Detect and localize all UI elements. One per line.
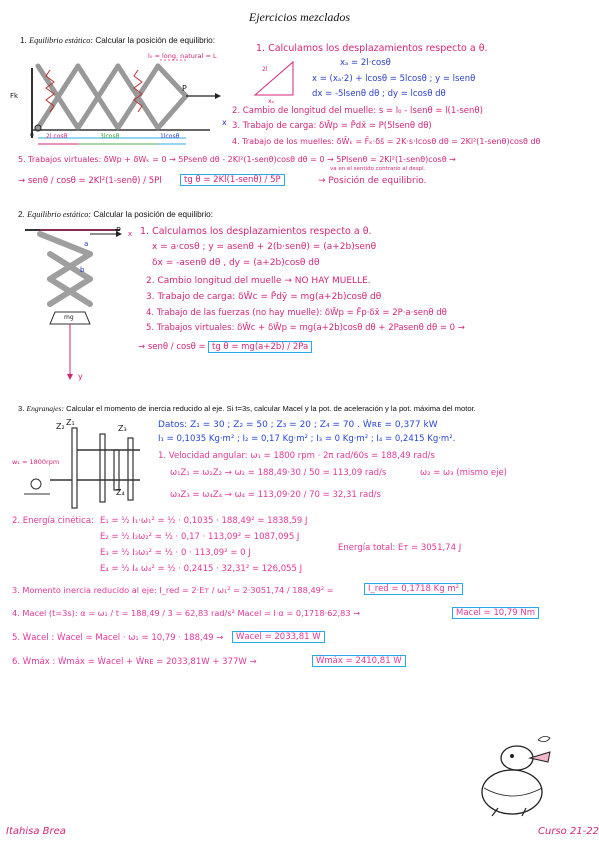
ex1-text: Calcular la posición de equilibrio: bbox=[95, 36, 216, 45]
ex3-z1-label: Z₁ bbox=[66, 418, 75, 427]
ex1-result-box: tg θ = 2Kl(1-senθ) / 5P bbox=[180, 174, 285, 186]
ex1-xa: xₐ = 2l·cosθ bbox=[340, 58, 391, 68]
ex2-step3: 3. Trabajo de carga: δW̄c = P̄dȳ = mg(a+… bbox=[146, 292, 382, 302]
ex1-scissor-figure bbox=[31, 59, 221, 145]
ex1-step1: 1. Calculamos los desplazamientos respec… bbox=[256, 43, 488, 54]
ex2-statement: 2. Equilibrio estático: Calcular la posi… bbox=[18, 210, 213, 219]
footer-author: Itahisa Brea bbox=[6, 826, 66, 837]
ex3-z4-label: Z₄ bbox=[116, 488, 125, 497]
ex3-wacel: 5. Ẇacel : Ẇacel = Macel · ω₁ = 10,79 · … bbox=[12, 633, 224, 643]
ex1-origin: 0 bbox=[30, 132, 34, 139]
footer-course: Curso 21-22 bbox=[538, 826, 599, 837]
ex3-moment: 3. Momento inercia reducido al eje: I_re… bbox=[12, 585, 334, 595]
ex2-step2: 2. Cambio longitud del muelle → NO HAY M… bbox=[146, 276, 371, 286]
ex3-energy-2: E₂ = ½ I₂ω₂² = ½ · 0,17 · 113,09² = 1087… bbox=[100, 532, 300, 542]
ex1-dim-b: 3lcosθ bbox=[100, 133, 120, 140]
ex2-mechanism-figure bbox=[25, 229, 122, 380]
ex3-wmax-result: Ẇmáx = 2410,81 W bbox=[312, 655, 406, 667]
ex1-kind: Equilibrio estático: bbox=[29, 36, 94, 45]
ex3-macel-result: Macel = 10,79 Nm bbox=[452, 607, 540, 619]
ex1-step2: 2. Cambio de longitud del muelle: s = l₀… bbox=[232, 106, 483, 116]
ex3-macel: 4. Macel (t=3s): α = ω₁ / t = 188,49 / 3… bbox=[12, 608, 361, 618]
ex3-data: Datos: Z₁ = 30 ; Z₂ = 50 ; Z₃ = 20 ; Z₄ … bbox=[158, 420, 438, 430]
ex2-b-label: b bbox=[80, 266, 85, 274]
ex1-triangle bbox=[253, 60, 294, 96]
ex2-kind: Equilibrio estático: bbox=[27, 210, 92, 219]
ex1-dim-c: 1lcosθ bbox=[160, 133, 180, 140]
ex3-vel-4: ω₃Z₃ = ω₄Z₄ → ω₄ = 113,09·20 / 70 = 32,3… bbox=[170, 490, 381, 500]
ex3-wacel-result: Ẇacel = 2033,81 W bbox=[232, 631, 325, 643]
ex1-lo-label: l₀ = long. natural = L bbox=[148, 52, 217, 60]
ex2-number: 2. bbox=[18, 210, 25, 219]
ex3-w1-label: w₁ = 1800rpm bbox=[12, 458, 60, 466]
ex3-energy-3: E₃ = ½ I₃ω₃² = ½ · 0 · 113,09² = 0 J bbox=[100, 548, 251, 558]
ex3-number: 3. bbox=[18, 404, 25, 413]
ex3-z3-label: Z₃ bbox=[118, 424, 127, 433]
ex2-y-axis: y bbox=[78, 372, 83, 381]
ex2-result-box: tg θ = mg(a+2b) / 2Pa bbox=[208, 341, 313, 353]
ex2-x-axis: x bbox=[128, 230, 133, 238]
ex1-number: 1. bbox=[20, 36, 27, 45]
ex3-vel-2: ω₁Z₁ = ω₂Z₂ → ω₂ = 188,49·30 / 50 = 113,… bbox=[170, 468, 387, 478]
ex1-step4: 4. Trabajo de los muelles: δW̄ₖ = F̄ₖ·δs… bbox=[232, 137, 541, 146]
ex1-p-label: P bbox=[182, 84, 187, 93]
ex2-dx-dy: δx = -asenθ dθ , dy = (a+2b)cosθ dθ bbox=[152, 258, 320, 268]
ex2-step1: 1. Calculamos los desplazamientos respec… bbox=[140, 226, 372, 237]
ex3-vel-3: ω₂ = ω₃ (mismo eje) bbox=[420, 468, 507, 478]
ex1-x-axis: x bbox=[222, 118, 227, 127]
ex2-text: Calcular la posición de equilibrio: bbox=[93, 210, 214, 219]
ex1-statement: 1. Equilibrio estático: Calcular la posi… bbox=[20, 36, 215, 45]
ex3-text: Calcular el momento de inercia reducido … bbox=[66, 404, 476, 413]
ex3-kind: Engranajes: bbox=[26, 404, 65, 413]
ex3-energy-title: 2. Energía cinética: bbox=[12, 516, 94, 526]
ex3-energy-total: Energía total: Eт = 3051,74 J bbox=[338, 543, 462, 553]
ex3-gear-figure bbox=[24, 427, 140, 509]
ex3-statement: 3. Engranajes: Calcular el momento de in… bbox=[18, 404, 476, 413]
duck-doodle-icon bbox=[481, 736, 551, 817]
ex1-note: va en el sentido contrario al despl. bbox=[330, 166, 426, 172]
ex3-energy-1: E₁ = ½ I₁·ω₁² = ½ · 0,1035 · 188,49² = 1… bbox=[100, 516, 308, 526]
ex2-step4: 4. Trabajo de las fuerzas (no hay muelle… bbox=[146, 308, 447, 318]
ex3-energy-4: E₄ = ½ I₄ ω₄² = ½ · 0,2415 · 32,31² = 12… bbox=[100, 564, 303, 574]
ex1-result-label: → Posición de equilibrio. bbox=[318, 176, 427, 186]
ex3-z2-label: Z₂ bbox=[56, 422, 65, 431]
ex3-moment-result: I_red = 0,1718 Kg m² bbox=[364, 583, 464, 595]
page-title: Ejercicios mezclados bbox=[248, 10, 351, 24]
ex1-x-y: x = (xₐ·2) + lcosθ = 5lcosθ ; y = lsenθ bbox=[312, 74, 476, 84]
ex3-wmax: 6. Ẇmáx : Ẇmáx = Ẇacel + Ẇʀᴇ = 2033,81W … bbox=[12, 657, 257, 667]
ex1-tri-xa: xₐ bbox=[268, 98, 274, 105]
ex2-step5: 5. Trabajos virtuales: δW̄c + δW̄p = mg(… bbox=[146, 323, 465, 333]
ex3-inertia: I₁ = 0,1035 Kg·m² ; I₂ = 0,17 Kg·m² ; I₃… bbox=[158, 434, 456, 444]
ex1-fk-label: Fk bbox=[10, 92, 19, 100]
ex2-x-y: x = a·cosθ ; y = asenθ + 2(b·senθ) = (a+… bbox=[152, 242, 377, 252]
ex1-tri-hyp: 2l bbox=[262, 66, 268, 73]
ex1-dx-dy: dx = -5lsenθ dθ ; dy = lcosθ dθ bbox=[312, 89, 446, 99]
ex2-ratio: → senθ / cosθ = bbox=[138, 342, 206, 352]
ex3-vel-1: 1. Velocidad angular: ω₁ = 1800 rpm · 2π… bbox=[158, 451, 435, 461]
ex2-p-label: P bbox=[116, 226, 121, 235]
ex1-step3: 3. Trabajo de carga: δW̄p = P̄dx̄ = P(5l… bbox=[232, 121, 432, 131]
ex2-mg-label: mg bbox=[64, 314, 74, 321]
ex2-a-label: a bbox=[84, 240, 89, 248]
ex1-dim-a: 2l cosθ bbox=[46, 133, 68, 140]
ex1-step5: 5. Trabajos virtuales: δWp + δWₖ = 0 → 5… bbox=[18, 155, 456, 164]
ex1-ratio: → senθ / cosθ = 2Kl²(1-senθ) / 5Pl bbox=[18, 176, 162, 186]
